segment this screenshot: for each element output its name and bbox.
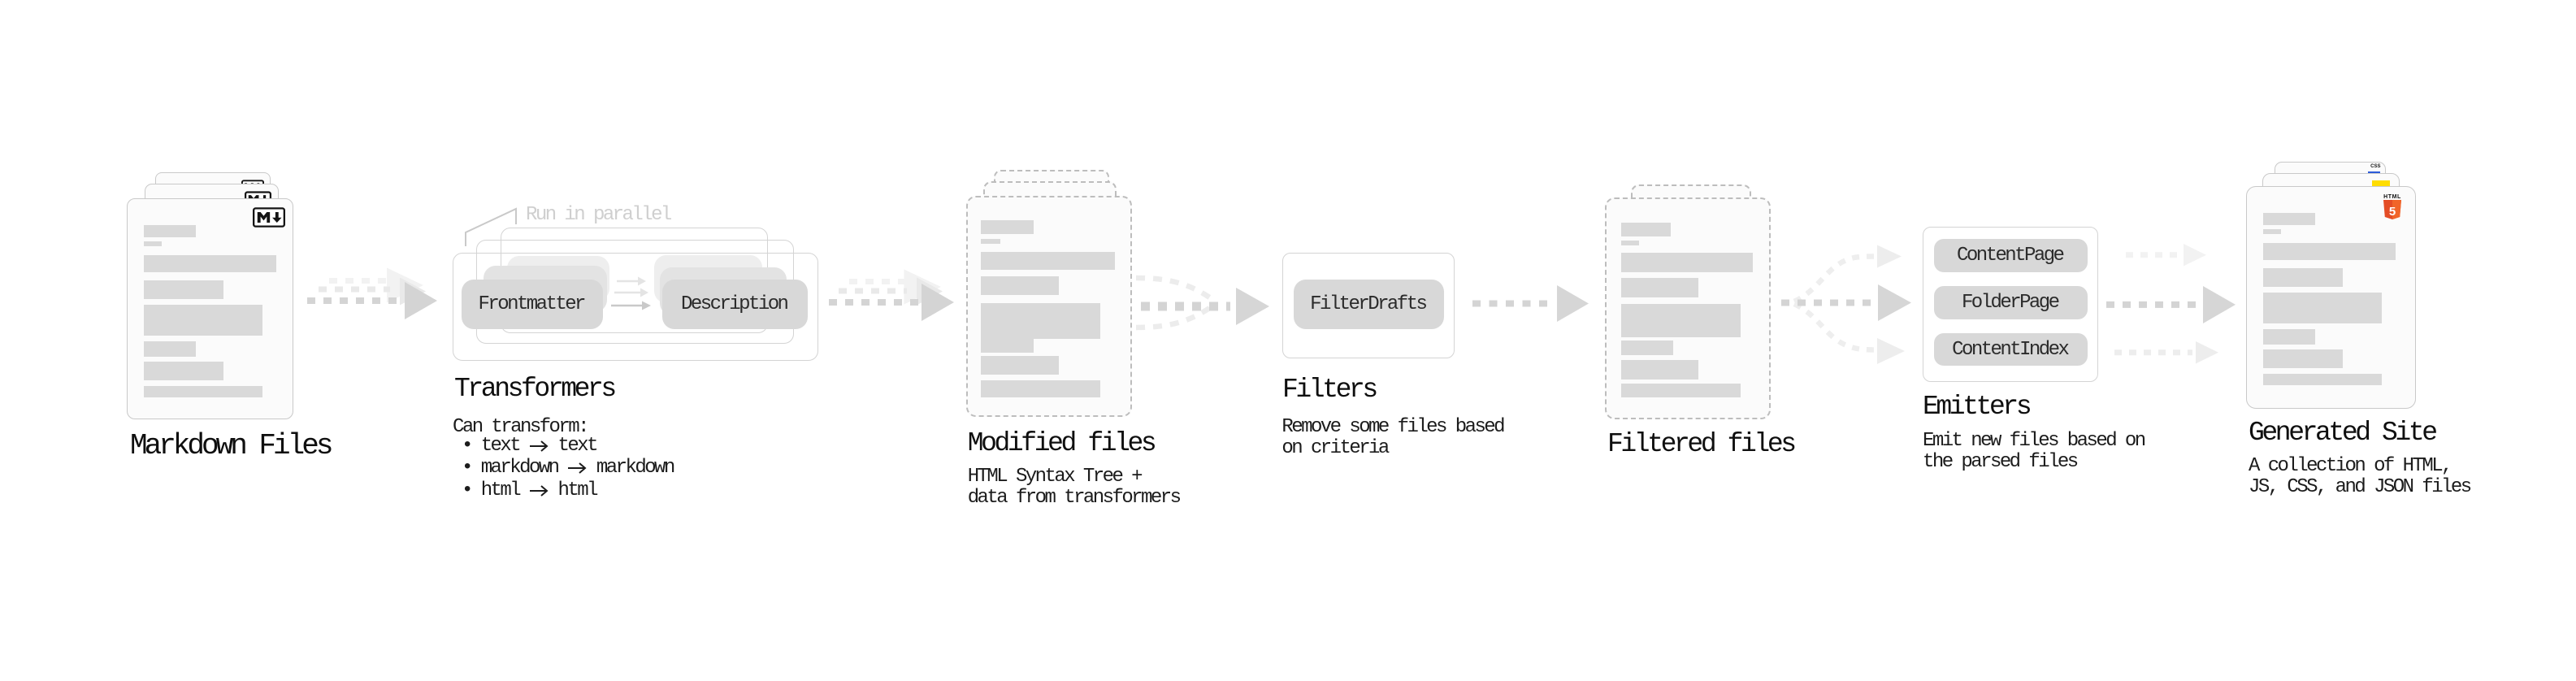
svg-text:HTML: HTML bbox=[2383, 194, 2401, 200]
svg-text:5: 5 bbox=[2389, 205, 2396, 219]
